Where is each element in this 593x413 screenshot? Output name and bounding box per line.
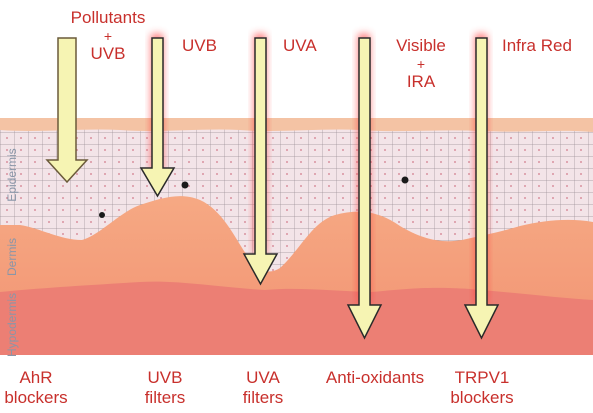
label-dermis: Dermis [5,232,19,282]
melanocyte-dot [99,212,105,218]
label-hypodermis: Hypodermis [5,285,19,365]
label-anti-oxidants: Anti-oxidants [310,368,440,388]
label-uva-filters: UVA filters [236,368,290,408]
label-infra-red: Infra Red [502,36,572,56]
label-uva: UVA [283,36,317,56]
melanocyte-dot [402,177,409,184]
label-trpv1-blockers: TRPV1 blockers [444,368,520,408]
label-epidermis: Epidermis [5,145,19,205]
label-ahr-blockers: AhR blockers [4,368,68,408]
label-pollutants: Pollutants + UVB [58,8,158,64]
melanocyte-dot [182,182,189,189]
label-uvb: UVB [182,36,217,56]
label-visible-ira: Visible + IRA [386,36,456,92]
label-uvb-filters: UVB filters [138,368,192,408]
